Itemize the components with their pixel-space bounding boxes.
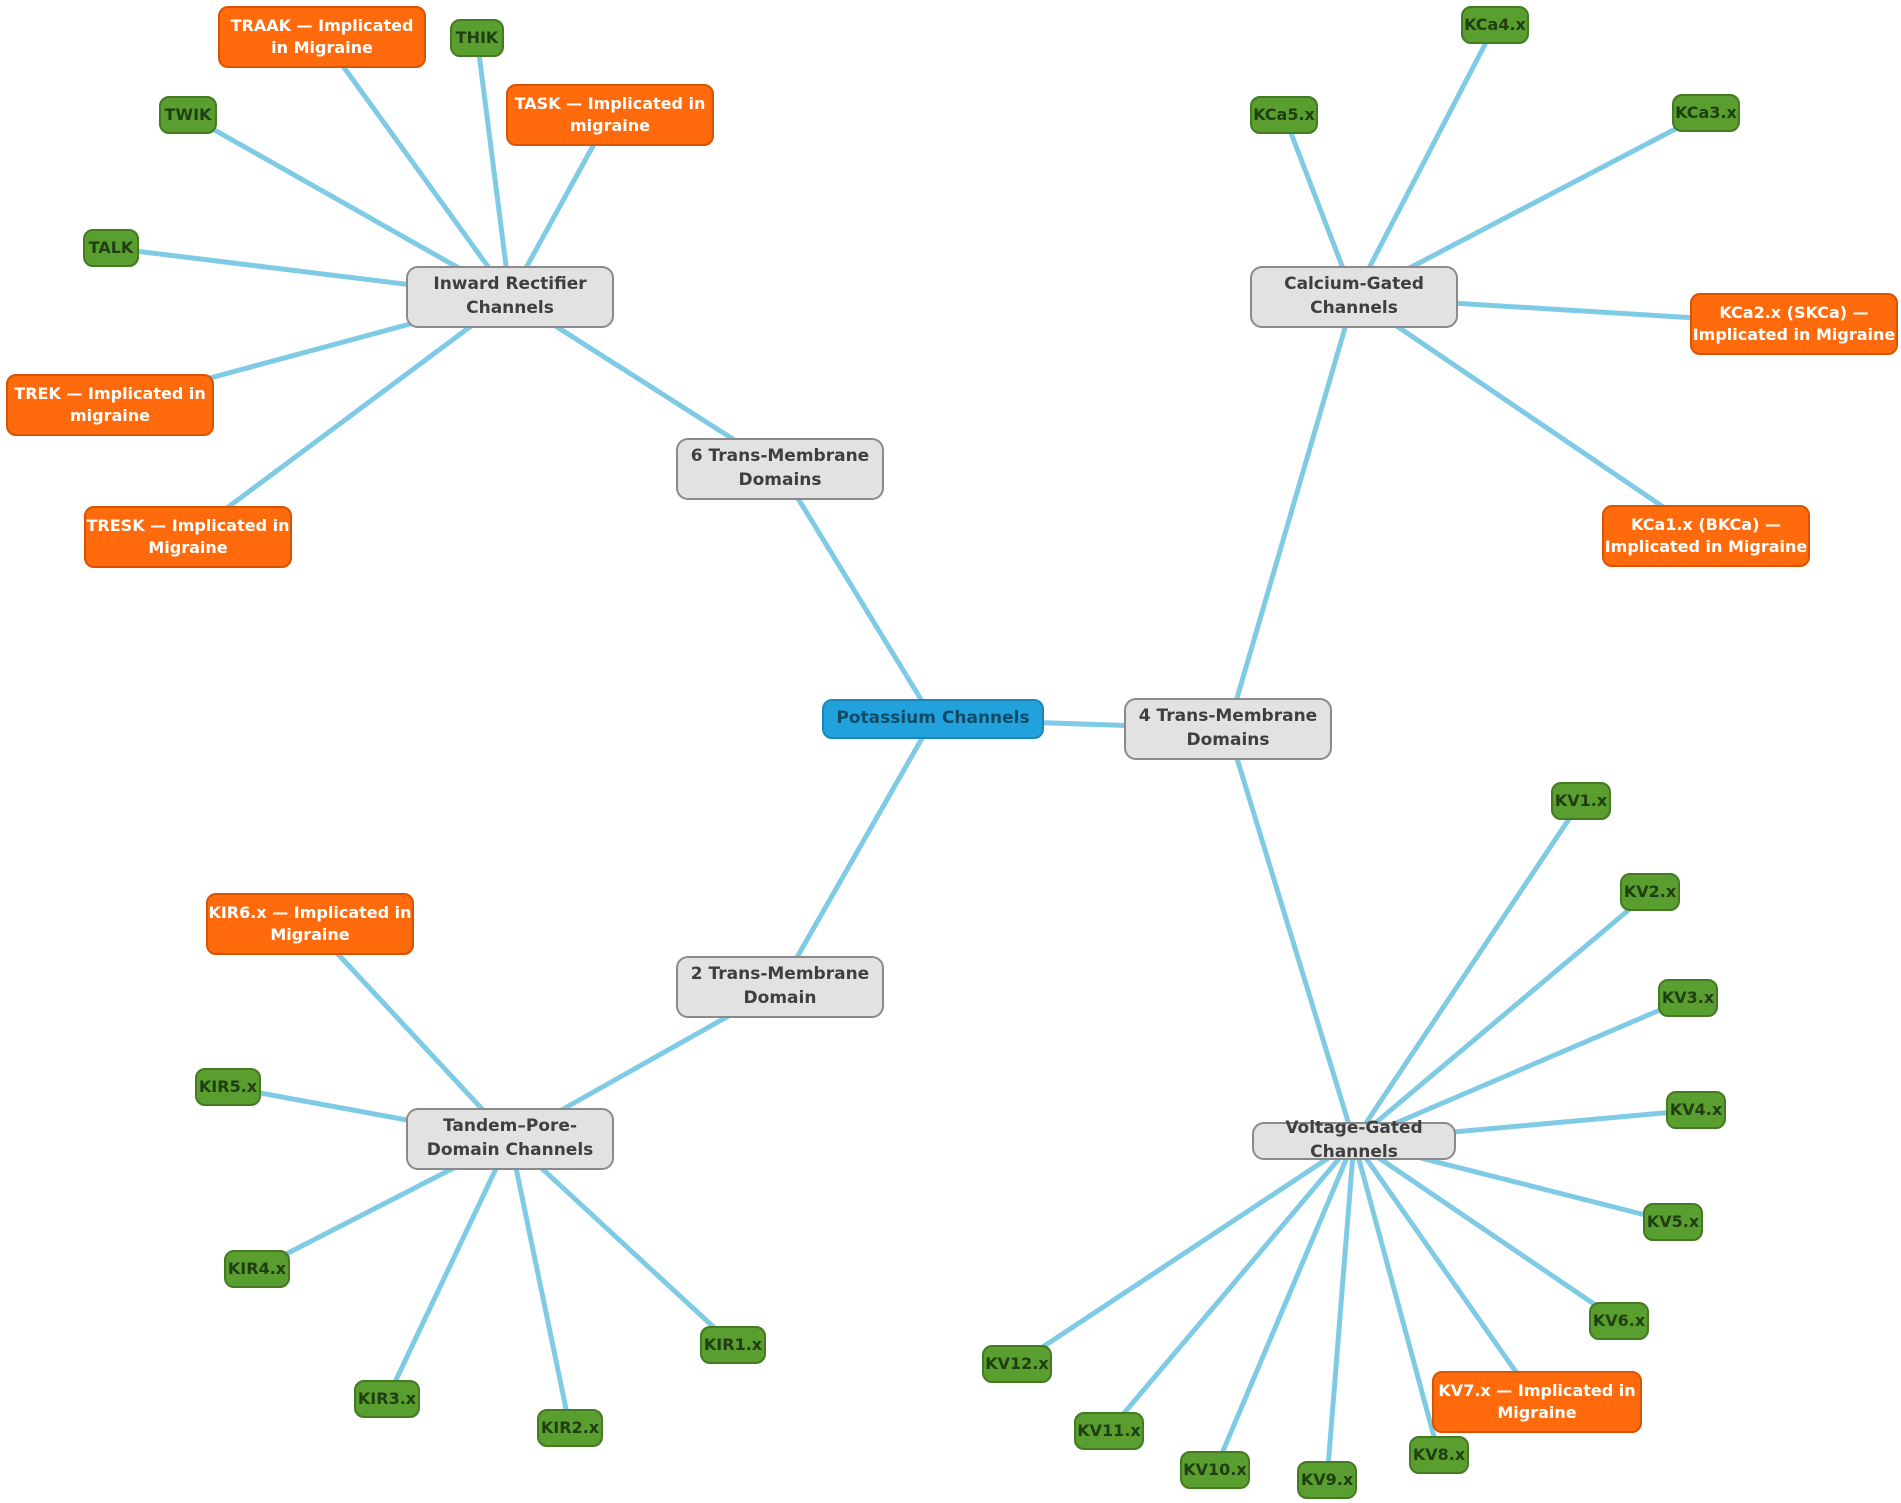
- node-kir3: KIR3.x: [354, 1380, 420, 1418]
- edge-tandem-kir6: [307, 921, 513, 1142]
- edge-voltage-kv1: [1351, 798, 1584, 1144]
- node-voltage-gated-channels: Voltage-Gated Channels: [1252, 1118, 1456, 1162]
- node-thik: THIK: [450, 19, 504, 57]
- edge-potassium-tm2: [777, 716, 936, 990]
- node-traak: TRAAK — Implicated in Migraine: [218, 6, 426, 68]
- node-kv4: KV4.x: [1666, 1091, 1726, 1129]
- node-kca3: KCa3.x: [1672, 94, 1740, 132]
- node-kv5: KV5.x: [1643, 1203, 1703, 1241]
- edge-voltage-kv11: [1106, 1138, 1357, 1434]
- node-kv7: KV7.x — Implicated in Migraine: [1432, 1371, 1642, 1433]
- edge-tandem-kir3: [384, 1136, 513, 1402]
- node-6-trans-membrane-domains: 6 Trans-Membrane Domains: [676, 438, 884, 500]
- node-kv1: KV1.x: [1551, 782, 1611, 820]
- node-kir6: KIR6.x — Implicated in Migraine: [206, 893, 414, 955]
- node-kir4: KIR4.x: [224, 1250, 290, 1288]
- node-kir1: KIR1.x: [700, 1326, 766, 1364]
- node-task: TASK — Implicated in migraine: [506, 84, 714, 146]
- node-twik: TWIK: [159, 96, 217, 134]
- edge-calcium-kca1: [1351, 294, 1709, 539]
- edge-voltage-kv2: [1351, 889, 1653, 1144]
- edge-inward-tresk: [185, 294, 513, 540]
- edge-potassium-tm6: [777, 466, 936, 722]
- node-4-trans-membrane-domains: 4 Trans-Membrane Domains: [1124, 698, 1332, 760]
- edge-tm4-calcium: [1225, 294, 1357, 732]
- edge-calcium-kca4: [1351, 22, 1498, 300]
- edge-inward-traak: [319, 34, 513, 300]
- edge-voltage-kv12: [1014, 1138, 1357, 1367]
- edge-inward-thik: [474, 35, 513, 300]
- node-tandem-pore-domain-channels: Tandem–Pore-Domain Channels: [406, 1108, 614, 1170]
- node-kir2: KIR2.x: [537, 1409, 603, 1447]
- edge-voltage-kv3: [1351, 995, 1691, 1144]
- node-kv8: KV8.x: [1409, 1436, 1469, 1474]
- edge-voltage-kv7: [1351, 1138, 1540, 1405]
- edge-voltage-kv9: [1324, 1138, 1357, 1483]
- edge-tandem-kir1: [507, 1136, 736, 1348]
- node-kv9: KV9.x: [1297, 1461, 1357, 1499]
- edge-voltage-kv8: [1351, 1138, 1442, 1458]
- node-kca4: KCa4.x: [1461, 6, 1529, 44]
- edge-tandem-kir2: [507, 1136, 573, 1431]
- edge-voltage-kv10: [1212, 1138, 1357, 1473]
- node-kir5: KIR5.x: [195, 1068, 261, 1106]
- node-kv2: KV2.x: [1620, 873, 1680, 911]
- node-tresk: TRESK — Implicated in Migraine: [84, 506, 292, 568]
- node-inward-rectifier-channels: Inward Rectifier Channels: [406, 266, 614, 328]
- node-kv3: KV3.x: [1658, 979, 1718, 1017]
- node-kca5: KCa5.x: [1250, 96, 1318, 134]
- edge-voltage-kv6: [1351, 1138, 1622, 1324]
- node-kca2: KCa2.x (SKCa) — Implicated in Migraine: [1690, 293, 1898, 355]
- node-calcium-gated-channels: Calcium-Gated Channels: [1250, 266, 1458, 328]
- node-potassium-channels: Potassium Channels: [822, 699, 1044, 739]
- node-2-trans-membrane-domain: 2 Trans-Membrane Domain: [676, 956, 884, 1018]
- node-kv11: KV11.x: [1074, 1412, 1144, 1450]
- node-kv6: KV6.x: [1589, 1302, 1649, 1340]
- node-kv10: KV10.x: [1180, 1451, 1250, 1489]
- node-trek: TREK — Implicated in migraine: [6, 374, 214, 436]
- node-kv12: KV12.x: [982, 1345, 1052, 1383]
- node-kca1: KCa1.x (BKCa) — Implicated in Migraine: [1602, 505, 1810, 567]
- node-talk: TALK: [83, 229, 139, 267]
- edge-tm4-voltage: [1225, 726, 1357, 1144]
